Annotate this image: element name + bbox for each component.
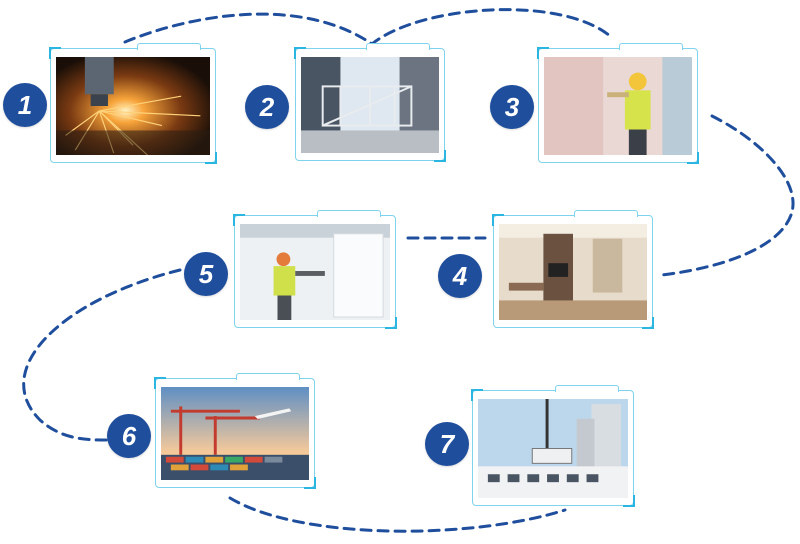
step-6-badge: 6 <box>107 414 151 458</box>
step-6-frame <box>154 373 316 489</box>
step-7-frame <box>471 385 635 507</box>
shipping-port-photo <box>161 387 309 480</box>
step-4-badge: 4 <box>438 254 482 298</box>
finished-room-photo <box>499 224 647 320</box>
steel-frame-photo <box>301 57 439 153</box>
step-3-badge: 3 <box>490 85 534 129</box>
laser-cutting-photo <box>56 57 210 155</box>
step-2-badge: 2 <box>245 85 289 129</box>
step-2-frame <box>294 43 446 162</box>
step-3-frame <box>537 43 699 164</box>
wall-installation-photo <box>544 57 692 155</box>
step-5-badge: 5 <box>184 252 228 296</box>
step-1-frame <box>49 43 217 164</box>
step-7-badge: 7 <box>425 422 469 466</box>
step-4-frame <box>492 210 654 329</box>
step-5-frame <box>233 210 397 329</box>
step-1-badge: 1 <box>3 83 47 127</box>
crane-installation-photo <box>478 399 628 498</box>
quality-inspection-photo <box>240 224 390 320</box>
